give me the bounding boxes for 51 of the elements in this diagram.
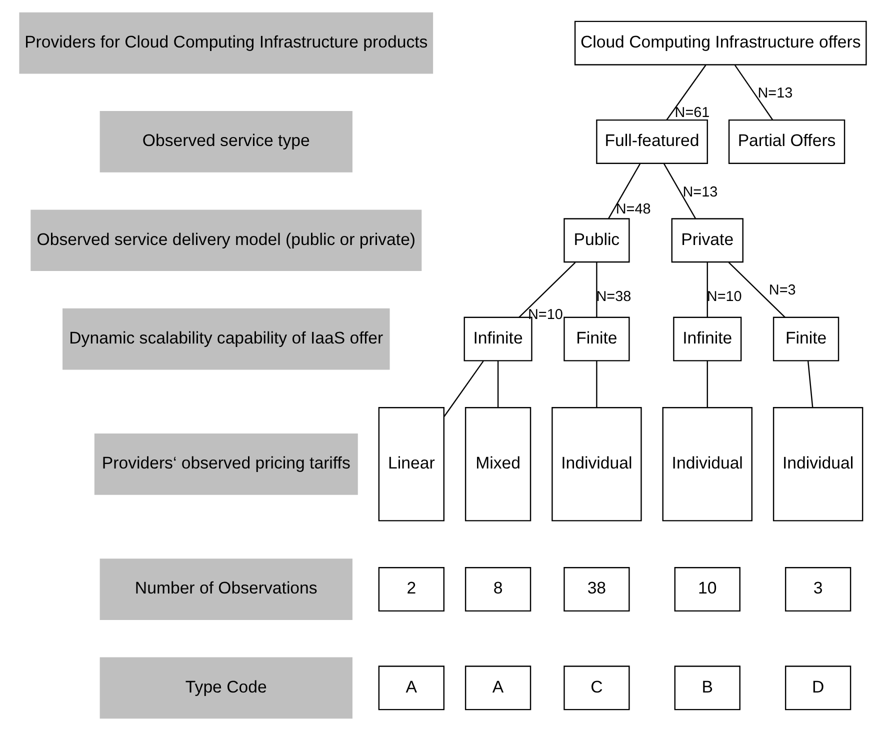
connector xyxy=(666,64,706,120)
node-box: Infinite xyxy=(673,316,742,362)
node-box: Individual xyxy=(552,407,642,522)
node-box: B xyxy=(674,666,740,710)
connector xyxy=(728,262,786,318)
node-box: 2 xyxy=(378,567,444,612)
connector xyxy=(807,361,814,408)
node-box: Providers‘ observed pricing tariffs xyxy=(94,433,358,495)
connector xyxy=(706,262,708,318)
node-box: Individual xyxy=(772,407,864,522)
node-box: 8 xyxy=(464,567,532,612)
edge-label: N=48 xyxy=(616,201,651,218)
node-box: D xyxy=(784,666,852,710)
node-box: Infinite xyxy=(464,316,532,362)
node-box: Observed service type xyxy=(100,111,352,172)
edge-label: N=10 xyxy=(706,288,742,305)
node-box: A xyxy=(464,666,532,710)
edge-label: N=13 xyxy=(682,184,718,200)
node-box: C xyxy=(564,666,630,710)
connector xyxy=(596,262,598,318)
connector xyxy=(734,64,774,120)
connector xyxy=(608,164,641,219)
node-box: Cloud Computing Infrastructure offers xyxy=(574,20,867,66)
node-box: 38 xyxy=(564,567,630,612)
node-box: Individual xyxy=(662,407,752,522)
node-box: Linear xyxy=(378,407,444,522)
node-box: 3 xyxy=(784,567,852,612)
edge-label: N=38 xyxy=(596,288,632,305)
node-box: Type Code xyxy=(100,657,352,719)
node-box: Public xyxy=(564,218,630,263)
connector xyxy=(596,361,598,408)
node-box: Partial Offers xyxy=(728,119,846,164)
node-box: Full-featured xyxy=(596,119,708,164)
node-box: Number of Observations xyxy=(100,558,352,620)
edge-label: N=3 xyxy=(768,282,796,299)
node-box: Providers for Cloud Computing Infrastructure products xyxy=(19,12,434,74)
node-box: Finite xyxy=(564,316,630,362)
node-box: Dynamic scalability capability of IaaS offer xyxy=(62,308,390,370)
node-box: 10 xyxy=(674,567,740,612)
edge-label: N=13 xyxy=(758,85,793,102)
node-box: Observed service delivery model (public or private) xyxy=(30,210,422,272)
connector xyxy=(444,360,484,417)
node-box: Finite xyxy=(772,316,840,362)
node-box: Mixed xyxy=(464,407,532,522)
connector xyxy=(497,361,499,408)
connector xyxy=(518,262,576,318)
node-box: A xyxy=(378,666,444,710)
connector xyxy=(706,361,708,408)
connector xyxy=(664,164,696,219)
node-box: Private xyxy=(671,218,744,263)
edge-label: N=61 xyxy=(674,105,710,122)
